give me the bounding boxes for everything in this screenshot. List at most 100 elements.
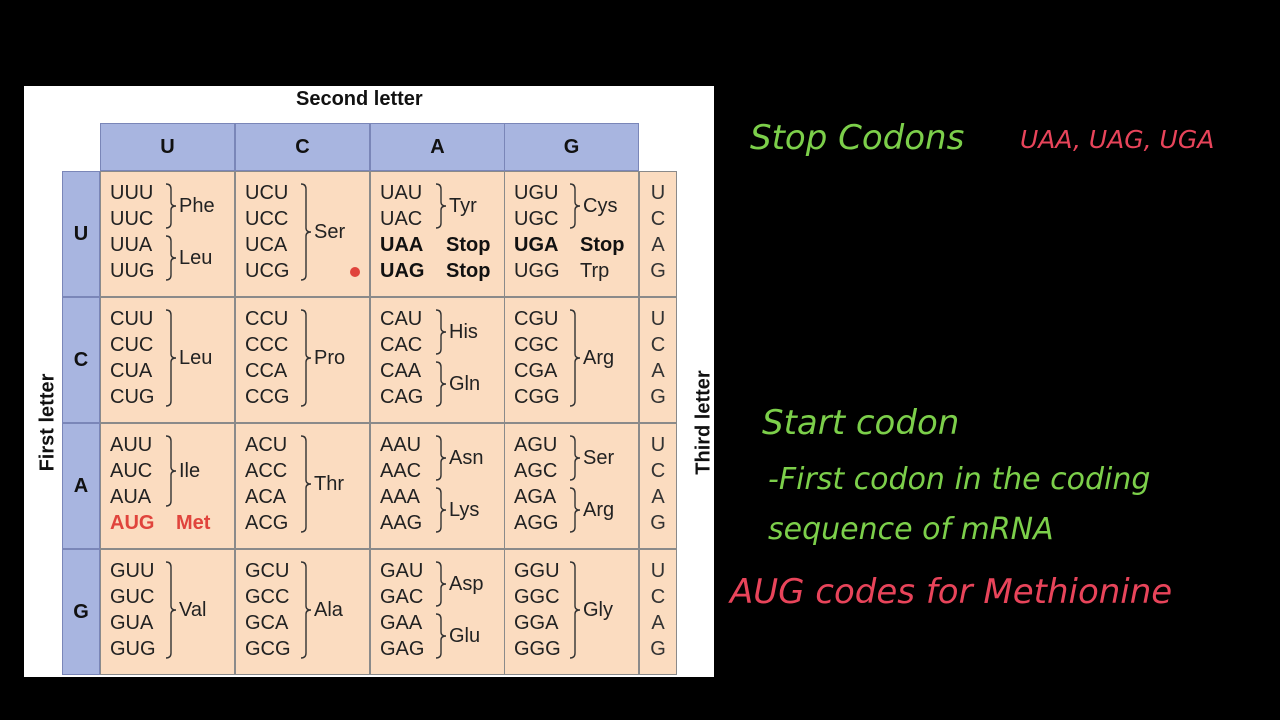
codon-cell (504, 549, 639, 675)
amino-acid-leu: Leu (179, 247, 213, 269)
third-letter-c: C (650, 460, 666, 482)
amino-acid-ser: Ser (314, 221, 346, 243)
amino-acid-phe: Phe (179, 195, 215, 217)
codon-uau: UAU (380, 182, 423, 204)
start-codon-line2: sequence of mRNA (768, 512, 1054, 547)
codon-guu: GUU (110, 560, 155, 582)
bracket-lys (435, 487, 447, 533)
first-letter-header-u: U (62, 171, 100, 297)
codon-cell (504, 423, 639, 549)
codon-aaa: AAA (380, 486, 421, 508)
codon-cell (370, 423, 505, 549)
codon-cgu: CGU (514, 308, 559, 330)
codon-cuc: CUC (110, 334, 154, 356)
codon-cca: CCA (245, 360, 288, 382)
amino-acid-his: His (449, 321, 478, 343)
codon-acc: ACC (245, 460, 288, 482)
amino-acid-asn: Asn (449, 447, 484, 469)
first-letter-header-g: G (62, 549, 100, 675)
first-letter-header-a: A (62, 423, 100, 549)
bracket-arg (569, 309, 581, 407)
codon-agc: AGC (514, 460, 558, 482)
codon-gac: GAC (380, 586, 424, 608)
codon-ccg: CCG (245, 386, 290, 408)
codon-uug: UUG (110, 260, 155, 282)
bracket-asn (435, 435, 447, 481)
second-letter-header-c: C (235, 123, 370, 171)
bracket-tyr (435, 183, 447, 229)
amino-acid-ala: Ala (314, 599, 343, 621)
codon-table-panel: Second letter First letter Third letter … (24, 86, 715, 677)
bracket-ser (569, 435, 581, 481)
amino-acid-gln: Gln (449, 373, 481, 395)
codon-aau: AAU (380, 434, 422, 456)
third-letter-c: C (650, 334, 666, 356)
codon-aua: AUA (110, 486, 152, 508)
codon-gca: GCA (245, 612, 289, 634)
codon-cga: CGA (514, 360, 558, 382)
codon-gau: GAU (380, 560, 424, 582)
stop-codons-title: Stop Codons (750, 118, 965, 158)
codon-gag: GAG (380, 638, 425, 660)
codon-ucg: UCG (245, 260, 290, 282)
codon-gcc: GCC (245, 586, 290, 608)
codon-cgg: CGG (514, 386, 560, 408)
bracket-phe (165, 183, 177, 229)
codon-cell (235, 297, 370, 423)
codon-agu: AGU (514, 434, 558, 456)
third-letter-a: A (651, 360, 665, 382)
codon-ccc: CCC (245, 334, 289, 356)
amino-acid-gly: Gly (583, 599, 613, 621)
codon-cuu: CUU (110, 308, 154, 330)
third-letter-g: G (650, 638, 666, 660)
codon-cell (100, 549, 235, 675)
codon-auu: AUU (110, 434, 153, 456)
third-letter-u: U (650, 308, 666, 330)
amino-acid-arg: Arg (583, 499, 615, 521)
codon-cell (235, 549, 370, 675)
codon-caa: CAA (380, 360, 422, 382)
bracket-cys (569, 183, 581, 229)
amino-acid-ile: Ile (179, 460, 201, 482)
codon-cell (100, 171, 235, 297)
third-letter-c: C (650, 586, 666, 608)
third-letter-cell (639, 423, 677, 549)
codon-ggc: GGC (514, 586, 560, 608)
third-letter-g: G (650, 386, 666, 408)
third-letter-a: A (651, 234, 665, 256)
third-letter-c: C (650, 208, 666, 230)
codon-cell (100, 423, 235, 549)
third-letter-label: Third letter (692, 370, 715, 475)
amino-acid-lys: Lys (449, 499, 480, 521)
bracket-ile (165, 435, 177, 507)
second-letter-header-a: A (370, 123, 505, 171)
codon-cac: CAC (380, 334, 423, 356)
codon-cgc: CGC (514, 334, 559, 356)
codon-cell (100, 297, 235, 423)
amino-acid-ser: Ser (583, 447, 615, 469)
codon-acg: ACG (245, 512, 289, 534)
amino-acid-pro: Pro (314, 347, 346, 369)
codon-acu: ACU (245, 434, 288, 456)
amino-acid-trp: Trp (580, 260, 610, 282)
codon-cag: CAG (380, 386, 424, 408)
third-letter-cell (639, 171, 677, 297)
codon-cug: CUG (110, 386, 155, 408)
bracket-pro (300, 309, 312, 407)
second-letter-header-g: G (504, 123, 639, 171)
codon-ugg: UGG (514, 260, 560, 282)
amino-acid-arg: Arg (583, 347, 615, 369)
third-letter-a: A (651, 486, 665, 508)
codon-cell (504, 171, 639, 297)
codon-gga: GGA (514, 612, 559, 634)
aug-methionine-note: AUG codes for Methionine (730, 572, 1173, 612)
start-codon-line1: -First codon in the coding (768, 462, 1151, 497)
codon-cau: CAU (380, 308, 423, 330)
first-letter-label: First letter (36, 373, 59, 472)
amino-acid-leu: Leu (179, 347, 213, 369)
codon-aag: AAG (380, 512, 423, 534)
codon-aug: AUG (110, 512, 155, 534)
bracket-gly (569, 561, 581, 659)
codon-gug: GUG (110, 638, 156, 660)
codon-gua: GUA (110, 612, 154, 634)
